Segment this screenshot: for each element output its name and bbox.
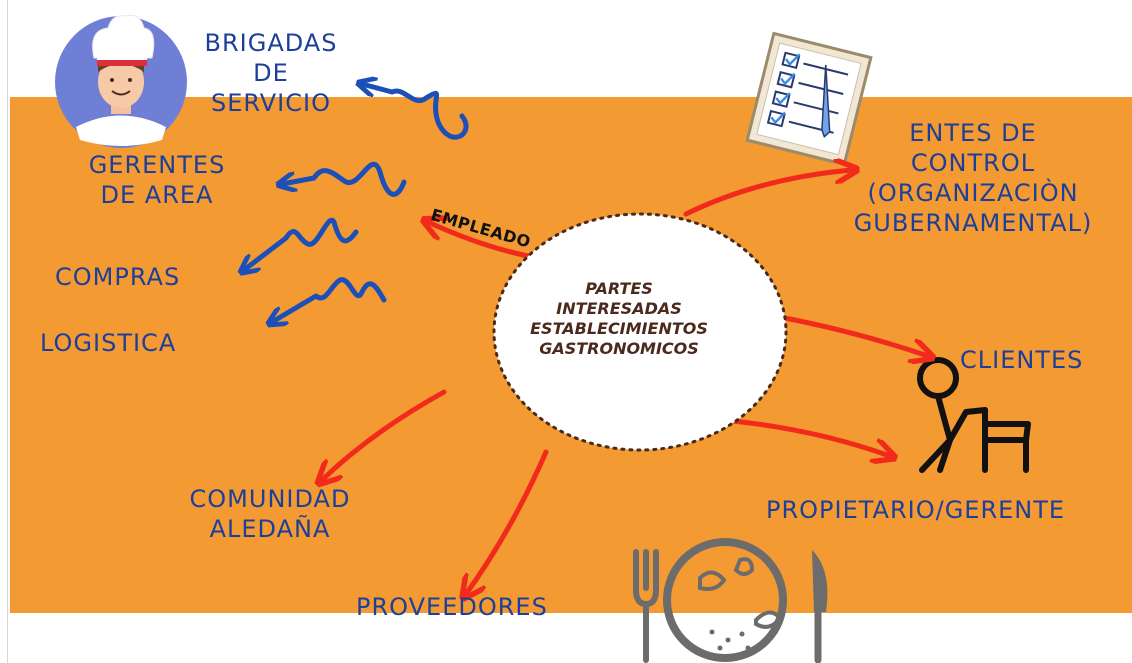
comunidad-label: COMUNIDAD ALEDAÑA	[170, 484, 370, 544]
arrow-to-brigadas	[362, 84, 469, 140]
arrow-to-entes	[683, 170, 852, 217]
entes-label: ENTES DE CONTROL (ORGANIZACIÒN GUBERNAME…	[818, 118, 1128, 238]
gerentes-label: GERENTES DE AREA	[72, 150, 242, 210]
arrow-to-gerentes	[282, 161, 407, 197]
chef-avatar-icon	[55, 14, 187, 148]
gerentes-line-2: DE AREA	[100, 181, 214, 209]
center-line-2: INTERESADAS	[556, 299, 682, 318]
logistica-label: LOGISTICA	[40, 329, 177, 357]
propietario-label: PROPIETARIO/GERENTE	[766, 496, 1066, 524]
arrow-to-comunidad	[322, 389, 447, 480]
comunidad-line-2: ALEDAÑA	[209, 515, 331, 543]
center-title: PARTES INTERESADAS ESTABLECIMIENTOS GAST…	[484, 279, 754, 359]
center-node	[492, 212, 788, 452]
center-line-3: ESTABLECIMIENTOS	[530, 319, 708, 338]
brigadas-line-2: DE	[253, 59, 289, 87]
brigadas-line-1: BRIGADAS	[204, 29, 338, 57]
gerentes-line-1: GERENTES	[88, 151, 226, 179]
checklist-clipboard-icon	[745, 31, 873, 167]
brigadas-line-3: SERVICIO	[211, 89, 331, 117]
entes-line-1: ENTES DE	[909, 119, 1037, 147]
center-line-1: PARTES	[585, 279, 653, 298]
arrow-to-empleado	[428, 222, 531, 259]
arrow-to-compras	[244, 217, 359, 270]
left-border	[7, 0, 8, 663]
entes-line-4: GUBERNAMENTAL)	[853, 209, 1093, 237]
shopper-cart-icon	[917, 357, 1031, 473]
brigadas-label: BRIGADAS DE SERVICIO	[186, 28, 356, 118]
entes-line-2: CONTROL	[910, 149, 1036, 177]
arrow-to-logistica	[272, 277, 387, 322]
clientes-label: CLIENTES	[960, 346, 1084, 374]
compras-label: COMPRAS	[55, 263, 181, 291]
plate-fork-knife-icon	[633, 538, 828, 663]
entes-line-3: (ORGANIZACIÒN	[867, 179, 1079, 207]
comunidad-line-1: COMUNIDAD	[189, 485, 351, 513]
center-line-4: GASTRONOMICOS	[539, 339, 699, 358]
arrow-to-proveedores	[466, 449, 549, 594]
proveedores-label: PROVEEDORES	[356, 593, 548, 621]
blue-squiggle-arrows	[244, 84, 469, 322]
